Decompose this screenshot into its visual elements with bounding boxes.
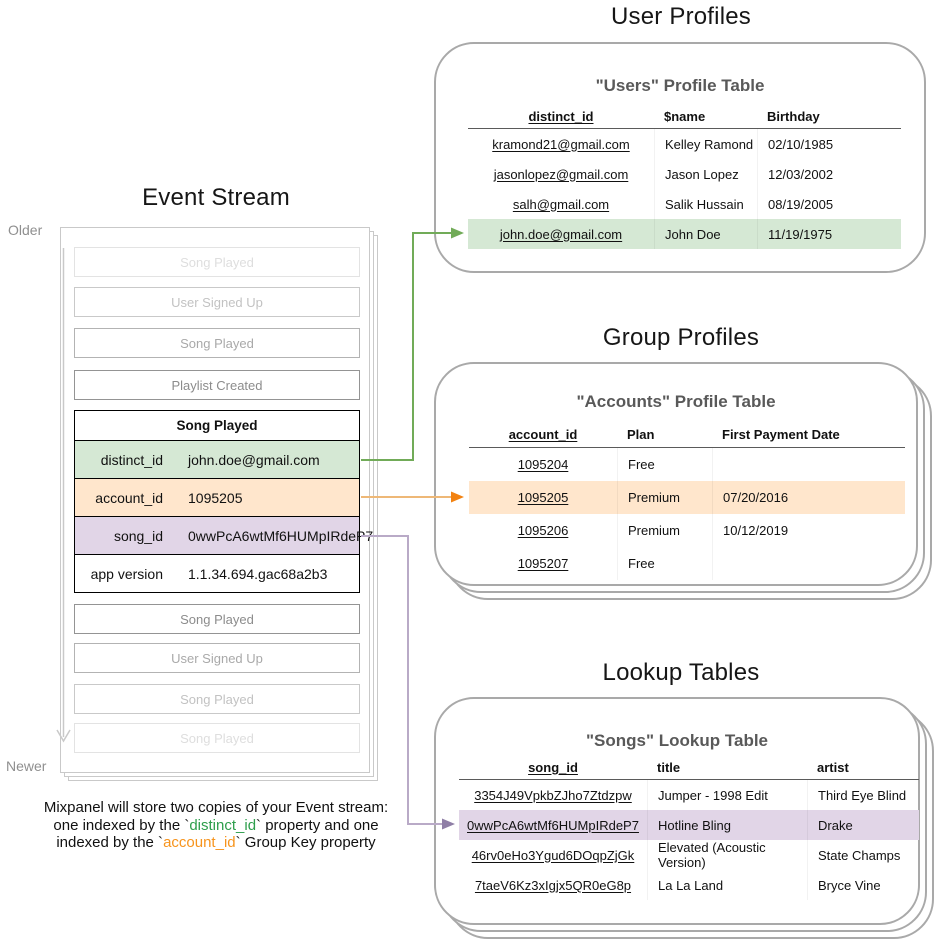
users-table: distinct_id $name Birthday kramond21@gma… (468, 105, 901, 249)
event-label: Playlist Created (171, 377, 263, 393)
event-label: User Signed Up (171, 294, 263, 310)
song-title-cell: Elevated (Acoustic Version) (647, 840, 807, 870)
event-box: User Signed Up (74, 643, 360, 673)
lookup-tables-title: Lookup Tables (602, 659, 760, 686)
property-value: 0wwPcA6wtMf6HUMpIRdeP7 (188, 527, 374, 544)
account-plan-cell: Free (617, 547, 712, 580)
card-face: "Accounts" Profile Table account_id Plan… (434, 362, 918, 586)
event-property-row-app-version: app version 1.1.34.694.gac68a2b3 (75, 555, 359, 592)
user-name-cell: Kelley Ramond (654, 129, 757, 159)
songs-table: song_id title artist 3354J49VpkbZJho7Ztd… (459, 755, 919, 900)
event-box: Song Played (74, 684, 360, 714)
song-id-cell-highlighted: 0wwPcA6wtMf6HUMpIRdeP7 (459, 810, 647, 840)
caption: Mixpanel will store two copies of your E… (20, 799, 412, 852)
event-label: Song Played (180, 730, 254, 746)
property-key: app version (90, 565, 163, 582)
event-property-row-distinct-id: distinct_id john.doe@gmail.com (75, 441, 359, 479)
event-box: Song Played (74, 604, 360, 634)
expanded-event-title: Song Played (75, 411, 359, 441)
event-property-row-song-id: song_id 0wwPcA6wtMf6HUMpIRdeP7 (75, 517, 373, 555)
event-label: Song Played (180, 611, 254, 627)
event-stream-title: Event Stream (142, 184, 290, 211)
newer-label: Newer (6, 758, 47, 774)
event-box: Song Played (74, 723, 360, 753)
col-header-first-payment: First Payment Date (712, 422, 905, 448)
songs-table-title: "Songs" Lookup Table (585, 731, 769, 750)
expanded-event-card: Song Played distinct_id john.doe@gmail.c… (74, 410, 373, 593)
accounts-table: account_id Plan First Payment Date 10952… (469, 422, 905, 580)
user-name-cell-highlighted: John Doe (654, 219, 757, 249)
user-profiles-title: User Profiles (611, 3, 751, 30)
user-name-cell: Jason Lopez (654, 159, 757, 189)
song-title-cell: Jumper - 1998 Edit (647, 780, 807, 810)
songs-lookup-card: "Songs" Lookup Table song_id title artis… (434, 697, 934, 939)
event-label: Song Played (180, 254, 254, 270)
account-id-cell-highlighted: 1095205 (469, 481, 617, 514)
property-key: song_id (113, 527, 163, 544)
song-artist-cell-highlighted: Drake (807, 810, 919, 840)
property-value: 1095205 (188, 489, 243, 506)
song-id-cell: 7taeV6Kz3xIgjx5QR0eG8p (474, 877, 632, 893)
property-value: 1.1.34.694.gac68a2b3 (188, 565, 328, 582)
account-id-cell: 1095206 (517, 523, 569, 538)
caption-line-3: indexed by the `account_id` Group Key pr… (56, 834, 376, 851)
col-header-distinct-id: distinct_id (468, 105, 654, 129)
event-label: Song Played (180, 691, 254, 707)
event-label: User Signed Up (171, 650, 263, 666)
account-payment-cell-highlighted: 07/20/2016 (712, 481, 905, 514)
user-birthday-cell: 02/10/1985 (757, 129, 901, 159)
user-birthday-cell: 12/03/2002 (757, 159, 901, 189)
card-face: "Users" Profile Table distinct_id $name … (434, 42, 926, 273)
account-id-cell: 1095204 (517, 457, 569, 472)
property-key: distinct_id (100, 451, 163, 468)
caption-line-1: Mixpanel will store two copies of your E… (43, 799, 389, 816)
card-face: "Songs" Lookup Table song_id title artis… (434, 697, 920, 925)
col-header-song-id: song_id (459, 755, 647, 780)
song-artist-cell: Third Eye Blind (807, 780, 919, 810)
property-value: john.doe@gmail.com (188, 451, 320, 468)
account-plan-cell: Free (617, 448, 712, 481)
account-plan-cell: Premium (617, 514, 712, 547)
song-id-cell: 46rv0eHo3Ygud6DOqpZjGk (471, 847, 635, 863)
accounts-profile-card: "Accounts" Profile Table account_id Plan… (434, 362, 932, 600)
col-header-birthday: Birthday (757, 105, 901, 129)
song-title-cell: La La Land (647, 870, 807, 900)
accounts-table-title: "Accounts" Profile Table (576, 392, 776, 411)
event-box: Song Played (74, 247, 360, 277)
user-birthday-cell: 08/19/2005 (757, 189, 901, 219)
user-id-cell: kramond21@gmail.com (492, 136, 630, 152)
account-payment-cell (712, 448, 905, 481)
event-label: Song Played (180, 335, 254, 351)
song-artist-cell: State Champs (807, 840, 919, 870)
event-box: Song Played (74, 328, 360, 358)
song-title-cell-highlighted: Hotline Bling (647, 810, 807, 840)
user-id-cell: salh@gmail.com (512, 196, 610, 212)
caption-account-id: account_id (163, 834, 236, 851)
col-header-artist: artist (807, 755, 919, 780)
users-profile-card: "Users" Profile Table distinct_id $name … (434, 42, 926, 273)
user-id-cell: jasonlopez@gmail.com (493, 166, 629, 182)
account-plan-cell-highlighted: Premium (617, 481, 712, 514)
user-birthday-cell-highlighted: 11/19/1975 (757, 219, 901, 249)
event-property-row-account-id: account_id 1095205 (75, 479, 359, 517)
account-payment-cell: 10/12/2019 (712, 514, 905, 547)
caption-distinct-id: distinct_id (189, 816, 257, 834)
caption-line-2: one indexed by the `distinct_id` propert… (53, 816, 379, 834)
event-box: User Signed Up (74, 287, 360, 317)
user-name-cell: Salik Hussain (654, 189, 757, 219)
col-header-title: title (647, 755, 807, 780)
account-id-cell: 1095207 (517, 556, 569, 571)
song-artist-cell: Bryce Vine (807, 870, 919, 900)
users-table-title: "Users" Profile Table (595, 76, 765, 95)
property-key: account_id (95, 489, 163, 506)
song-id-cell: 3354J49VpkbZJho7Ztdzpw (474, 787, 632, 803)
group-profiles-title: Group Profiles (602, 324, 760, 351)
older-label: Older (8, 222, 43, 238)
col-header-plan: Plan (617, 422, 712, 448)
col-header-account-id: account_id (469, 422, 617, 448)
account-payment-cell (712, 547, 905, 580)
event-box: Playlist Created (74, 370, 360, 400)
user-id-cell-highlighted: john.doe@gmail.com (468, 219, 654, 249)
col-header-name: $name (654, 105, 757, 129)
